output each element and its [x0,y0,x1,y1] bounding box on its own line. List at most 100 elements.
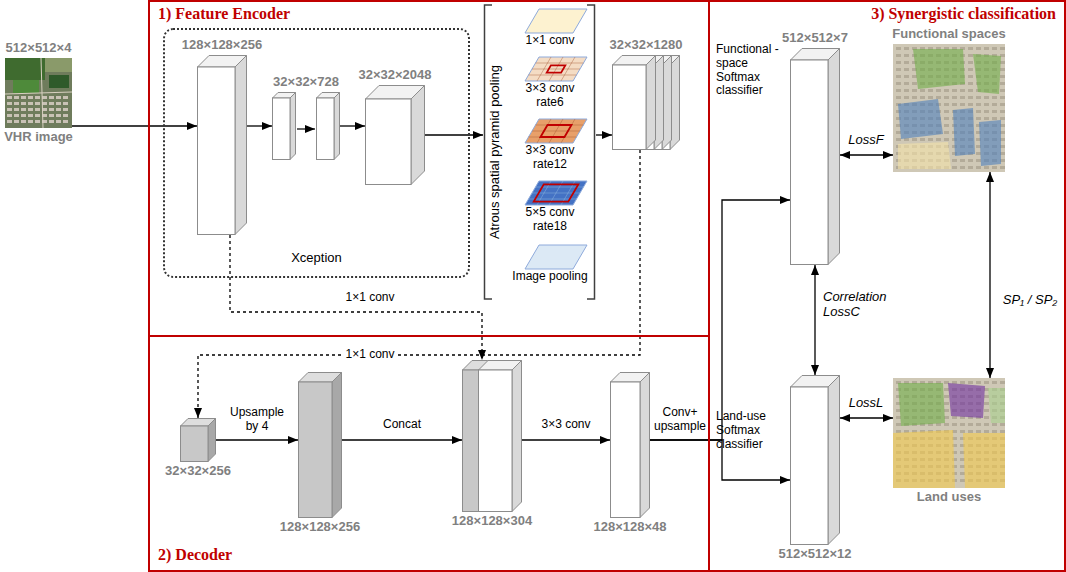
drawing-part [984,416,989,419]
drawing-part [5,58,45,80]
text-holder: 1) Feature Encoder [158,5,290,23]
stack-drawing [612,55,680,150]
drawing-part [547,65,566,72]
drawing-part [791,387,829,545]
aspp-branch: 3×3 conv rate6 [507,56,593,110]
drawing-part [1000,103,1005,106]
drawing-part [898,142,951,169]
connector [650,200,790,440]
output-map: Land-use Softmax classifier512×512×12 [790,375,840,545]
text-holder: 128×128×48 [593,520,666,535]
conv-icon [507,118,593,144]
drawing-part [928,138,933,141]
pair-drawing [272,92,340,160]
dimension-label: Functional spaces [892,27,1005,42]
drawing-part [14,114,19,117]
edge-label: LossL [847,396,886,411]
drawing-part [525,119,587,143]
text-holder: 2) Decoder [158,546,232,564]
drawing-part [35,114,40,117]
drawing-part [936,138,941,141]
drawing-part [525,57,587,81]
drawing-part [992,47,997,50]
drawing-part [976,166,981,169]
slab-drawing [298,372,342,518]
drawing-part [28,96,33,99]
drawing-part [904,96,909,99]
drawing-part [896,47,901,50]
drawing-part [893,378,1005,488]
drawing-part [896,82,901,85]
drawing-part [920,89,925,92]
drawing-part [56,114,61,117]
aspp-branch: 1×1 conv [507,8,593,48]
node-text: 3×3 conv rate6 [518,82,582,110]
drawing-part [49,120,54,123]
drawing-part [512,361,522,512]
drawing-part [1000,47,1005,50]
aspp-branch: Image pooling [507,244,593,284]
drawing-part [640,373,650,518]
conv-icon [507,244,593,270]
drawing-part [7,108,12,111]
drawing-part [976,47,981,50]
drawing-part [928,89,933,92]
connector [522,439,610,440]
connector [342,439,462,440]
drawing-part [936,96,941,99]
drawing-part [952,423,957,426]
drawing-part [968,430,973,433]
panel-title: 3) Synergistic classification [871,5,1056,23]
drawing-part [1000,430,1005,433]
drawing-part [960,430,965,433]
dimension-label: 512×512×4 [6,41,72,56]
drawing-part [791,60,829,265]
drawing-part [944,124,949,127]
drawing-part [898,383,945,426]
drawing-part [587,5,595,299]
dimension-label: VHR image [4,130,73,145]
drawing-part [63,108,68,111]
drawing-part [49,108,54,111]
text-holder: 32×32×256 [165,464,231,479]
drawing-part [1000,61,1005,64]
dimension-label: 512×512×7 [782,31,848,46]
drawing-part [952,89,957,92]
node-text: Xception [291,251,342,266]
lmap-drawing [893,378,1005,488]
dimension-label: 128×128×256 [182,38,262,53]
edge-label: 1×1 conv [343,348,396,362]
connector [814,265,815,375]
drawing-part [541,125,572,137]
drawing-part [984,409,989,412]
node-text: 1×1 conv [507,34,593,48]
drawing-part [49,75,69,88]
dimension-label: 512×512×12 [778,547,851,562]
drawing-part [960,381,965,384]
edge-label: Upsample by 4 [224,406,290,434]
drawing-part [952,166,957,169]
dimension-label: Land uses [917,490,981,505]
drawing-part [992,96,997,99]
drawing-part [988,388,1005,423]
edge-label: Concat [381,418,423,432]
drawing-part [63,96,68,99]
vhr-drawing [5,58,72,128]
drawing-part [41,58,43,128]
drawing-part [936,89,941,92]
text-holder: 128×128×304 [452,514,532,529]
drawing-part [290,93,296,160]
drawing-part [968,68,973,71]
drawing-part [1000,381,1005,384]
aspp-group: Atrous spatial pyramid pooling1×1 conv3×… [483,4,596,300]
drawing-part [63,120,68,123]
drawing-part [928,96,933,99]
drawing-part [896,61,901,64]
slab-drawing [790,375,840,545]
text-holder: 128×128×256 [280,520,360,535]
text-holder: 128×128×256 [182,38,262,53]
dimension-label: 128×128×304 [452,514,532,529]
drawing-part [912,82,917,85]
node-text: Land-use Softmax classifier [716,410,786,451]
drawing-part [992,430,997,433]
